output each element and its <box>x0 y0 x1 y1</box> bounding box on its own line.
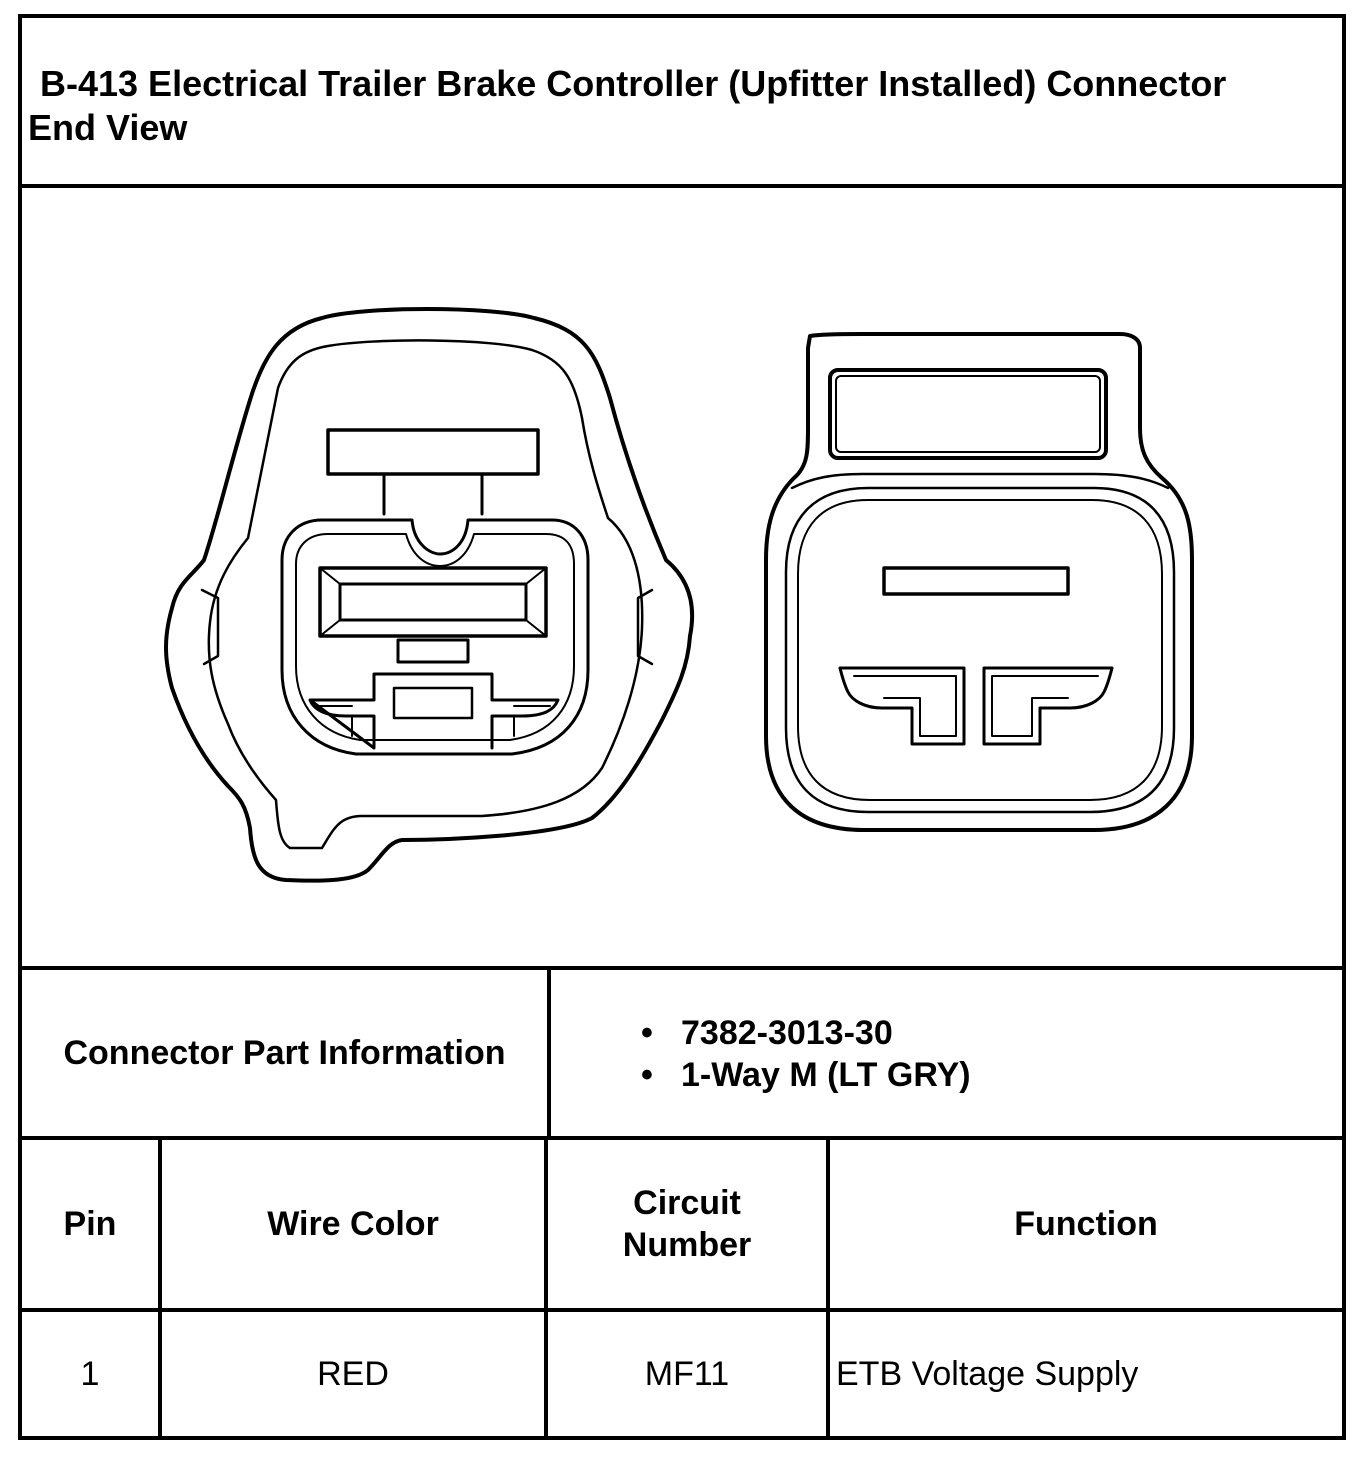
page-title: B-413 Electrical Trailer Brake Controlle… <box>22 18 1342 188</box>
connector-part-info-values: 7382-3013-30 1-Way M (LT GRY) <box>551 970 1342 1136</box>
left-connector-cavity-outline <box>280 518 590 756</box>
left-connector-lock-wings <box>317 705 551 737</box>
connector-end-view-figure <box>22 188 1342 970</box>
connector-drawings <box>164 307 1194 883</box>
left-connector-latch-bar <box>326 428 540 476</box>
part-number: 7382-3013-30 <box>641 1012 971 1054</box>
left-connector-latch-stem <box>382 472 484 516</box>
left-connector-side-notch <box>200 588 220 666</box>
pinout-header-row: Pin Wire Color Circuit Number Function <box>22 1140 1342 1312</box>
left-connector-outer-shell <box>164 307 695 883</box>
cell-function: ETB Voltage Supply <box>836 1354 1139 1393</box>
connector-sheet: B-413 Electrical Trailer Brake Controlle… <box>18 14 1346 1440</box>
right-connector-right-terminal <box>982 666 1114 746</box>
left-connector-slot-corners <box>319 567 547 637</box>
left-connector-key <box>396 638 470 664</box>
right-connector-right-terminal-inner <box>991 675 1099 737</box>
left-connector-lock-profile <box>308 672 560 750</box>
header-circuit-line-2: Number <box>622 1226 752 1264</box>
right-connector-outer-shell <box>764 332 1194 832</box>
right-connector-top-window-inner <box>835 375 1101 453</box>
header-pin: Pin <box>22 1140 162 1308</box>
header-circuit-text: Circuit Number <box>623 1182 751 1266</box>
header-circuit-line-1: Circuit <box>633 1184 741 1222</box>
connector-part-info-label: Connector Part Information <box>22 970 551 1136</box>
header-function: Function <box>1014 1205 1158 1243</box>
left-connector-inner-shell <box>207 339 644 850</box>
left-connector-lock-inner <box>392 686 474 720</box>
table-row: 1 RED MF11 ETB Voltage Supply <box>22 1312 1342 1436</box>
cell-pin: 1 <box>22 1312 162 1436</box>
left-connector-side-notch-right <box>636 588 654 666</box>
right-connector-left-terminal-inner <box>853 675 957 737</box>
right-connector-inner-face <box>784 486 1176 814</box>
connector-part-info-list: 7382-3013-30 1-Way M (LT GRY) <box>551 970 971 1096</box>
title-line-2: End View <box>28 107 188 148</box>
left-connector-drawing <box>164 307 695 883</box>
right-connector-drawing <box>764 332 1194 832</box>
connector-part-info-row: Connector Part Information 7382-3013-30 … <box>22 970 1342 1140</box>
left-connector-cavity-inner <box>295 533 575 741</box>
left-connector-terminal-slot-inner <box>338 582 528 622</box>
right-connector-inner-face-2 <box>797 499 1163 801</box>
header-circuit-number: Circuit Number <box>548 1140 830 1308</box>
right-connector-left-terminal <box>838 666 966 746</box>
right-connector-key-slot <box>882 566 1070 596</box>
title-line-1: B-413 Electrical Trailer Brake Controlle… <box>40 63 1227 104</box>
cell-wire-color: RED <box>162 1312 548 1436</box>
connector-type: 1-Way M (LT GRY) <box>641 1054 971 1096</box>
header-wire-color: Wire Color <box>162 1140 548 1308</box>
left-connector-terminal-slot-outer <box>318 566 548 638</box>
right-connector-body-line <box>790 472 1170 490</box>
right-connector-top-window <box>828 368 1108 460</box>
cell-circuit-number: MF11 <box>548 1312 830 1436</box>
